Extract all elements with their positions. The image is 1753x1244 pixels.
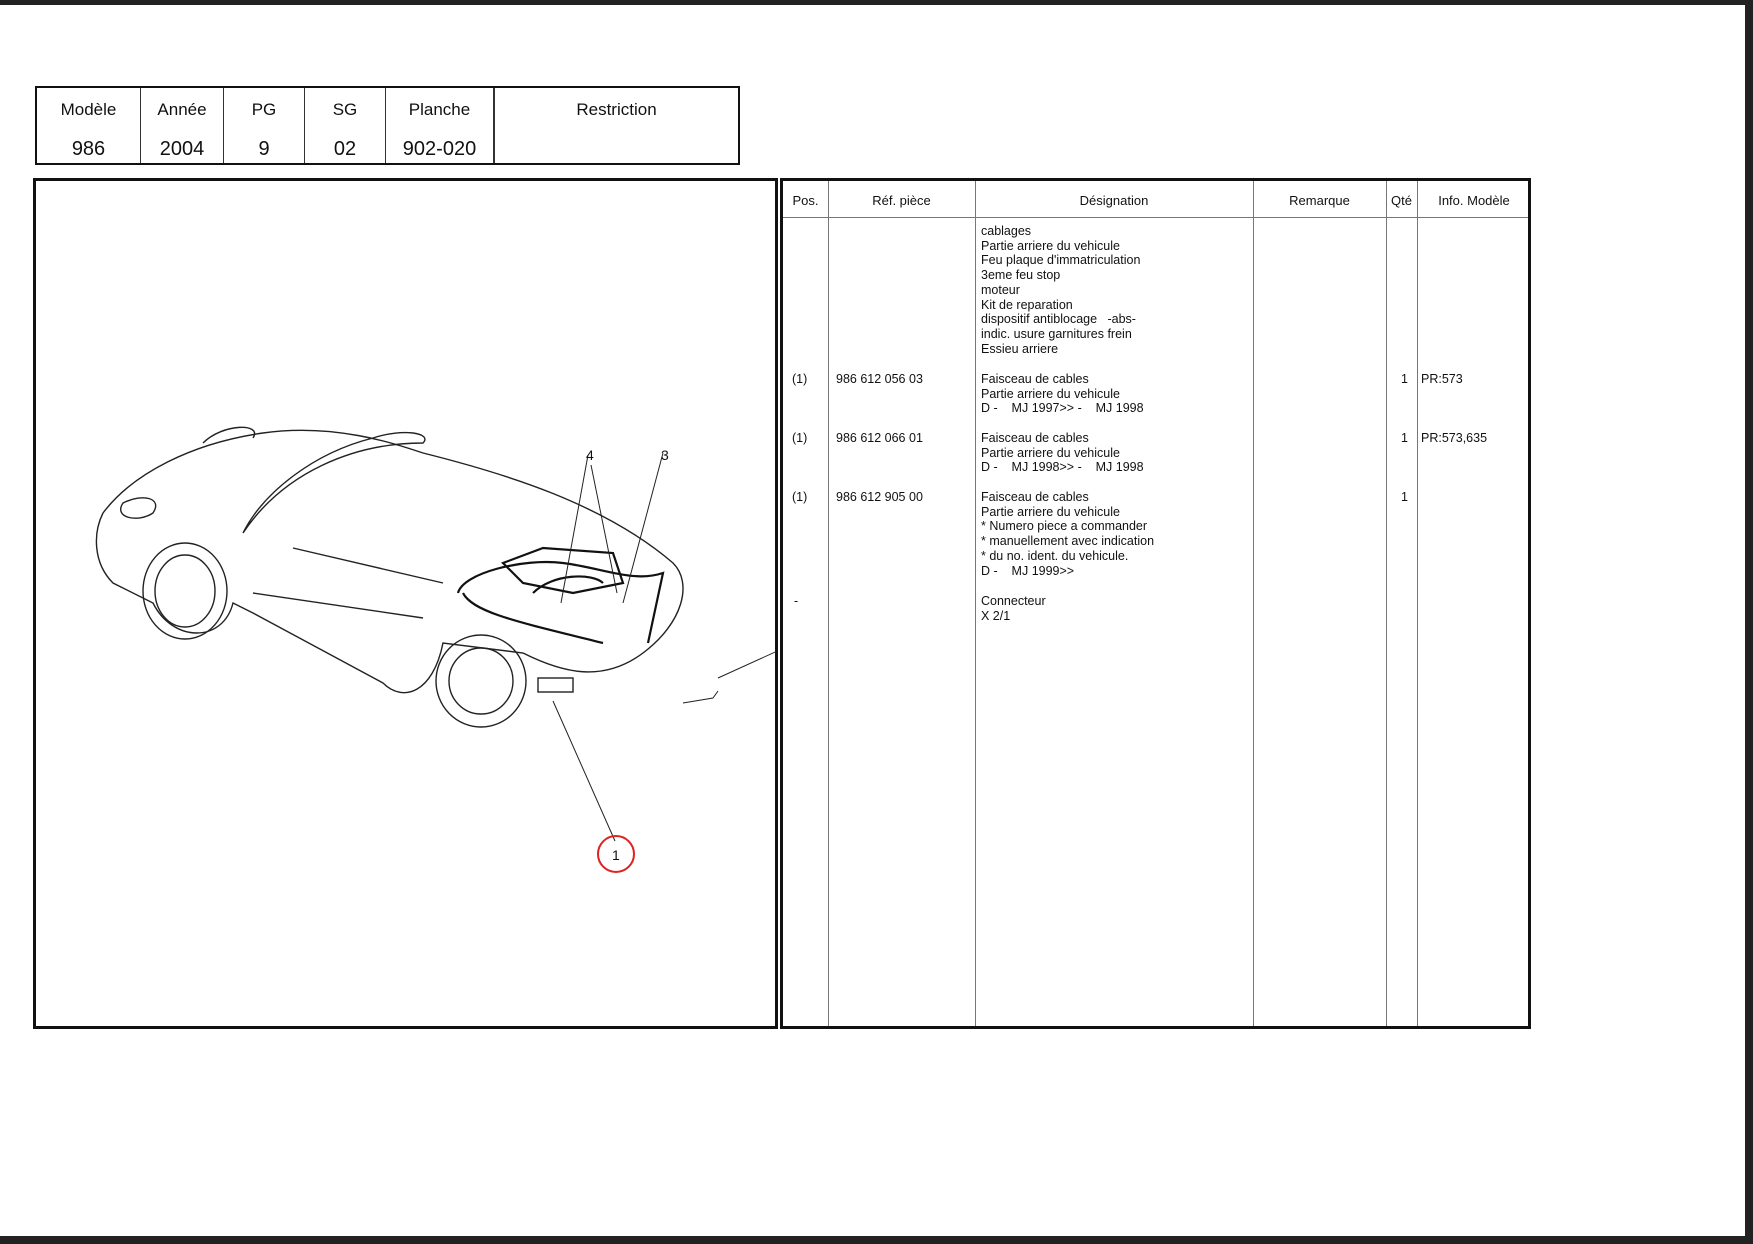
- scan-border-right: [1745, 0, 1753, 1244]
- windshield: [242, 431, 426, 534]
- label: SG: [332, 100, 358, 119]
- pos: (1): [792, 431, 808, 445]
- header-divider: [783, 217, 1528, 218]
- designation: Faisceau de cables Partie arriere du veh…: [981, 431, 1144, 475]
- qte: 1: [1401, 431, 1408, 445]
- designation: Faisceau de cables Partie arriere du veh…: [981, 372, 1144, 416]
- pos: (1): [792, 372, 808, 386]
- col-divider: [783, 181, 829, 1026]
- designation: cablages Partie arriere du vehicule Feu …: [981, 224, 1141, 356]
- col-divider: [828, 181, 976, 1026]
- th-qte: Qté: [1391, 193, 1412, 208]
- car-body-outline: [95, 429, 684, 694]
- value: 2004: [159, 138, 205, 160]
- header-cell-restriction: Restriction: [494, 88, 738, 163]
- highlight-circle: [597, 835, 635, 873]
- pos: -: [794, 594, 799, 608]
- header-cell-planche: Planche 902-020: [386, 88, 494, 163]
- ref: 986 612 056 03: [836, 372, 923, 386]
- col-divider: [1386, 181, 1418, 1026]
- rear-wheel: [435, 634, 527, 728]
- label: Modèle: [60, 100, 117, 119]
- header-cell-pg: PG 9: [224, 88, 305, 163]
- col-divider: [1253, 181, 1387, 1026]
- value: 986: [71, 138, 106, 160]
- qte: 1: [1401, 490, 1408, 504]
- col-divider: [975, 181, 1254, 1026]
- info: PR:573: [1421, 372, 1463, 386]
- scan-border-bottom: [0, 1236, 1753, 1244]
- header-cell-annee: Année 2004: [141, 88, 224, 163]
- label: Restriction: [576, 100, 657, 119]
- th-designation: Désignation: [1079, 193, 1149, 208]
- designation: Connecteur X 2/1: [981, 594, 1046, 623]
- header-info-table: Modèle 986 Année 2004 PG 9 SG 02 Planche 902-…: [35, 86, 740, 165]
- th-info: Info. Modèle: [1438, 193, 1510, 208]
- value: 9: [258, 138, 270, 160]
- value: 902-020: [402, 138, 477, 160]
- info: PR:573,635: [1421, 431, 1488, 445]
- scan-border-top: [0, 0, 1753, 5]
- ref: 986 612 905 00: [836, 490, 923, 504]
- front-wheel: [142, 542, 228, 640]
- callout-1: 1: [612, 847, 620, 863]
- th-ref: Réf. pièce: [872, 193, 931, 208]
- car-illustration: 1 2 3 4: [95, 426, 806, 873]
- label: PG: [251, 100, 277, 119]
- connector: [537, 677, 574, 693]
- label: Année: [157, 100, 207, 119]
- label: Planche: [408, 100, 471, 119]
- wiring-harness: [456, 546, 665, 645]
- value: 02: [333, 138, 357, 160]
- pos: (1): [792, 490, 808, 504]
- ref: 986 612 066 01: [836, 431, 923, 445]
- designation: Faisceau de cables Partie arriere du veh…: [981, 490, 1155, 578]
- callout-4: 4: [586, 447, 594, 463]
- th-remarque: Remarque: [1289, 193, 1350, 208]
- qte: 1: [1401, 372, 1408, 386]
- wiring-diagram: 1 2 3 4: [33, 178, 806, 1029]
- parts-table: Pos. Réf. pièce Désignation Remarque Qté…: [780, 178, 1531, 1029]
- callout-3: 3: [661, 447, 669, 463]
- header-cell-modele: Modèle 986: [37, 88, 141, 163]
- header-cell-sg: SG 02: [305, 88, 386, 163]
- th-pos: Pos.: [792, 193, 819, 208]
